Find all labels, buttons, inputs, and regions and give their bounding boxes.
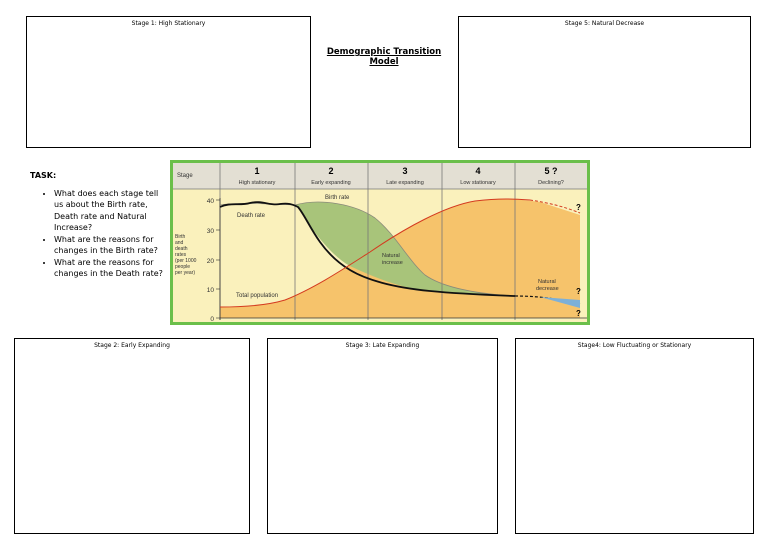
natural-decrease-area xyxy=(540,297,580,308)
stage3-title: Stage 3: Late Expanding xyxy=(345,342,420,349)
stage2-title: Stage 2: Early Expanding xyxy=(94,342,170,349)
total-population-label: Total population xyxy=(236,293,278,299)
death-rate-label: Death rate xyxy=(237,213,266,219)
question-mark-icon: ? xyxy=(576,309,581,318)
natural-increase-area xyxy=(295,202,515,296)
y-axis-label: Birth and death rates (per 1000 people p… xyxy=(175,234,197,276)
y-label-line: Birth xyxy=(175,234,186,240)
y-tick-0: 0 xyxy=(210,316,214,323)
task-heading: TASK: xyxy=(30,171,57,180)
stage-3-name: Late expanding xyxy=(386,180,424,186)
stage-5-name: Declining? xyxy=(538,180,564,186)
stage-5-number: 5 ? xyxy=(544,166,557,176)
total-population-line xyxy=(219,198,531,308)
question-mark-icon: ? xyxy=(576,203,581,212)
y-label-line: rates xyxy=(175,252,187,258)
natural-increase-label: Natural xyxy=(382,253,400,259)
natural-decrease-label: Natural xyxy=(538,279,556,285)
stage4-title: Stage4: Low Fluctuating or Stationary xyxy=(577,342,692,349)
natural-increase-label: increase xyxy=(382,260,403,266)
y-label-line: death xyxy=(175,246,188,252)
stage1-box: Stage 1: High Stationary xyxy=(26,16,311,148)
total-population-line-stage5 xyxy=(529,199,581,214)
y-ticks: 40 30 20 10 0 xyxy=(207,198,215,323)
stage-4-name: Low stationary xyxy=(460,180,496,186)
stage1-title: Stage 1: High Stationary xyxy=(131,20,206,27)
stage-2-name: Early expanding xyxy=(311,180,350,186)
natural-decrease-label: decrease xyxy=(536,286,559,292)
task-item: What are the reasons for changes in the … xyxy=(54,257,170,280)
y-label-line: per year) xyxy=(175,270,195,276)
stage-3-number: 3 xyxy=(402,166,407,176)
stage-1-name: High stationary xyxy=(239,180,276,186)
y-label-line: (per 1000 xyxy=(175,258,197,264)
y-tick-10: 10 xyxy=(207,287,215,294)
stage2-box: Stage 2: Early Expanding xyxy=(14,338,250,534)
task-item: What does each stage tell us about the B… xyxy=(54,188,170,234)
question-mark-icon: ? xyxy=(576,287,581,296)
stage5-box: Stage 5: Natural Decrease xyxy=(458,16,751,148)
stage-header xyxy=(173,163,587,189)
page-title: Demographic Transition Model xyxy=(326,47,442,67)
birth-rate-label: Birth rate xyxy=(325,195,350,201)
stage-4-number: 4 xyxy=(475,166,480,176)
stage-1-number: 1 xyxy=(254,166,259,176)
y-tick-30: 30 xyxy=(207,228,215,235)
death-rate-line xyxy=(219,201,516,297)
demographic-transition-chart: Stage 1 High stationary 2 Early expandin… xyxy=(170,160,590,325)
y-label-line: and xyxy=(175,240,184,246)
stage-2-number: 2 xyxy=(328,166,333,176)
y-tick-20: 20 xyxy=(207,258,215,265)
task-section: TASK: What does each stage tell us about… xyxy=(30,170,170,280)
task-list: What does each stage tell us about the B… xyxy=(30,188,170,280)
stage4-box: Stage4: Low Fluctuating or Stationary xyxy=(515,338,754,534)
task-item: What are the reasons for changes in the … xyxy=(54,234,170,257)
y-tick-40: 40 xyxy=(207,198,215,205)
stage-header-label: Stage xyxy=(177,173,193,179)
y-label-line: people xyxy=(175,264,190,270)
stage5-title: Stage 5: Natural Decrease xyxy=(564,20,645,27)
stage3-box: Stage 3: Late Expanding xyxy=(267,338,498,534)
